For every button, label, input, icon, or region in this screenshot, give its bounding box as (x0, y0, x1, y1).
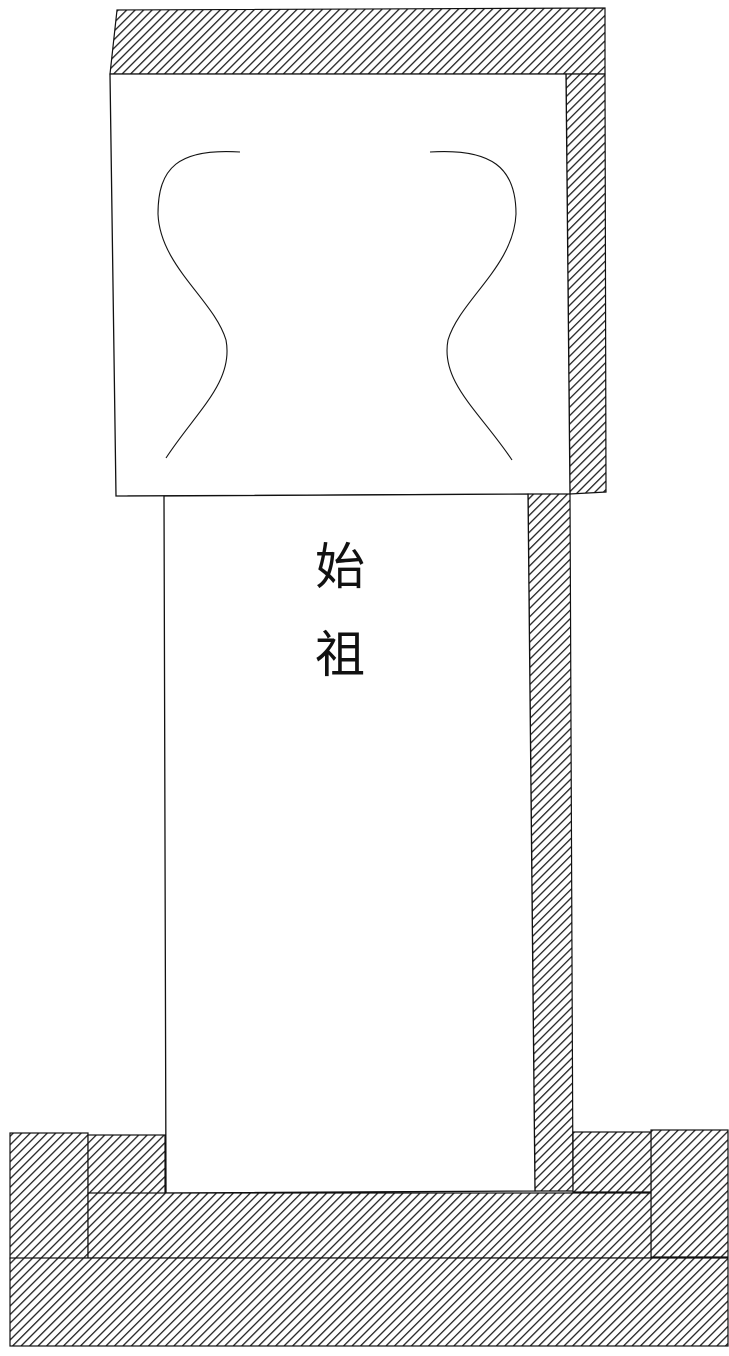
cap-side-hatched-face (565, 73, 607, 495)
base-left-outer-block (9, 1132, 89, 1260)
cap-front-face (109, 73, 571, 497)
cap-left-ornament-curve (157, 150, 241, 459)
cap-stone (109, 7, 607, 497)
stele-side-hatched-face (527, 493, 574, 1192)
cap-right-ornament-curve (429, 150, 517, 461)
inscription-char-1: 始 (315, 538, 365, 596)
stele-front-face (163, 493, 536, 1194)
stele-base (9, 1129, 729, 1347)
stele-body (163, 493, 574, 1194)
cap-top-hatched-face (109, 7, 606, 75)
base-right-inner-block (572, 1131, 652, 1193)
inscription-char-2: 祖 (315, 626, 365, 684)
base-right-outer-block (650, 1129, 729, 1258)
base-bottom-slab (9, 1257, 729, 1347)
base-middle-step (87, 1192, 652, 1259)
base-left-inner-block (87, 1134, 166, 1195)
